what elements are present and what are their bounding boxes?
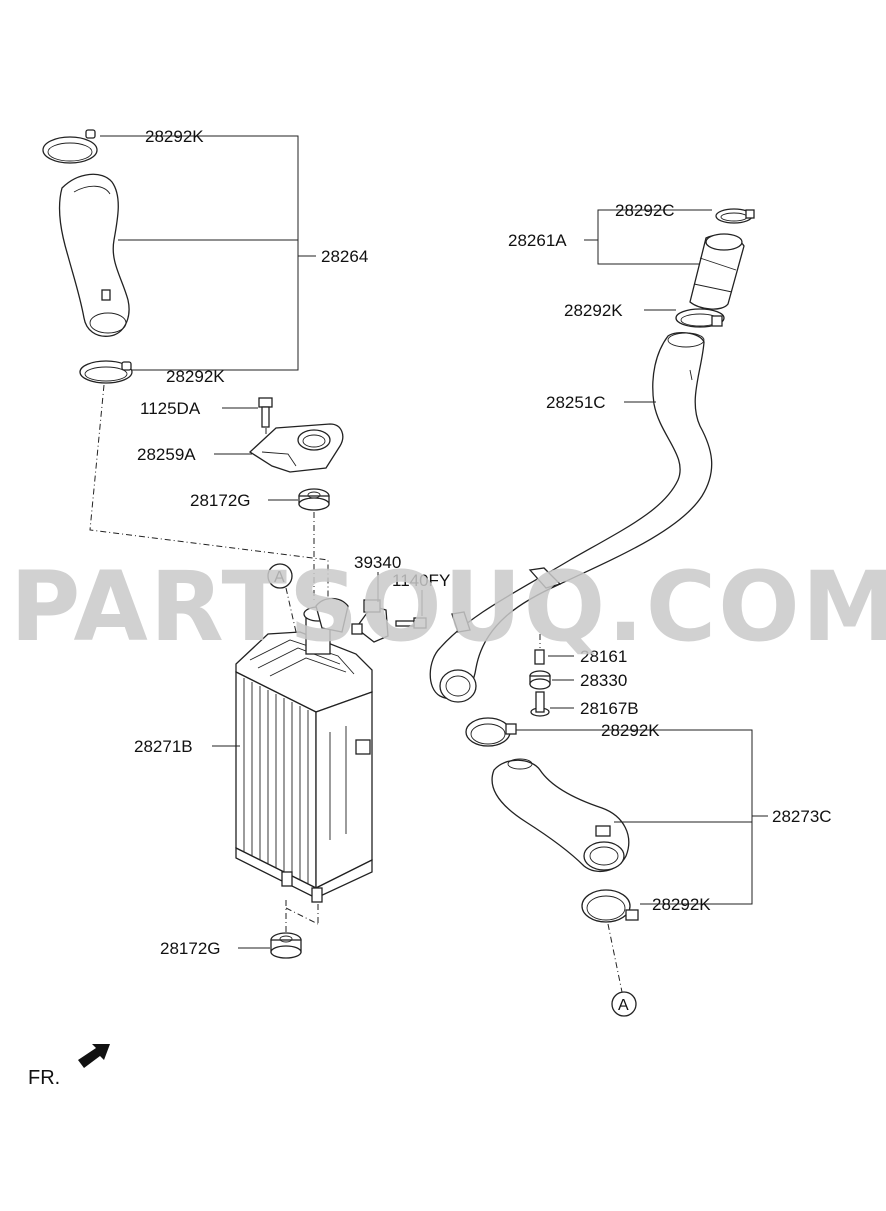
svg-text:A: A <box>274 569 285 586</box>
bolt-1140FY[interactable] <box>395 617 427 629</box>
dash-A-right <box>607 923 623 993</box>
front-label: FR. <box>28 1067 60 1089</box>
hose-28264-assembly[interactable] <box>42 129 133 384</box>
clamp-28292K-right-bottom[interactable] <box>581 889 639 923</box>
label-28292C: 28292C <box>615 201 675 220</box>
label-39340: 39340 <box>354 553 401 572</box>
bolt-28167B[interactable] <box>530 691 550 717</box>
clamp-28292K-right-mid[interactable] <box>465 717 517 747</box>
intercooler-fins <box>243 678 309 884</box>
svg-text:A: A <box>618 997 629 1014</box>
label-28292K-top: 28292K <box>145 127 204 146</box>
ref-marker-A-left: A <box>267 563 293 589</box>
hose-28273C[interactable] <box>491 758 630 873</box>
pipe-28261A[interactable] <box>689 233 745 310</box>
ref-marker-A-right: A <box>611 991 637 1017</box>
bolt-28161[interactable] <box>534 649 545 665</box>
label-28292K-hose-bottom: 28292K <box>166 367 225 386</box>
label-28330: 28330 <box>580 671 627 690</box>
intake-hose-28264[interactable] <box>58 173 130 337</box>
label-28167B: 28167B <box>580 699 639 718</box>
label-28292K-right-bottom: 28292K <box>652 895 711 914</box>
dash-intercooler-to-grommet-bottom <box>285 900 319 932</box>
front-arrow-icon <box>78 1044 110 1068</box>
label-28271B: 28271B <box>134 737 193 756</box>
grommet-28172G-top[interactable] <box>298 488 330 511</box>
clamp-28292K-hose-bottom[interactable] <box>79 360 133 384</box>
leader-28264-bracket <box>100 135 299 371</box>
label-28259A: 28259A <box>137 445 196 464</box>
label-1125DA: 1125DA <box>140 399 201 418</box>
dash-A-left <box>285 587 297 633</box>
label-28292K-right-upper: 28292K <box>564 301 623 320</box>
label-28292K-right-mid: 28292K <box>601 721 660 740</box>
watermark: PARTSOUQ.COM <box>10 551 886 663</box>
grommet-28172G-bottom[interactable] <box>270 932 302 959</box>
sensor-39340[interactable] <box>351 599 389 643</box>
leader-28273C-bracket <box>516 729 753 905</box>
front-direction-indicator: FR. <box>28 1044 110 1089</box>
label-28172G-bottom: 28172G <box>160 939 221 958</box>
clamp-28292K-right-upper[interactable] <box>675 308 725 328</box>
clamp-28292K-top[interactable] <box>42 129 98 164</box>
label-1140FY: 1140FY <box>392 571 450 590</box>
label-28264: 28264 <box>321 247 368 266</box>
bolt-1125DA[interactable] <box>258 397 273 428</box>
dash-hose-to-intercooler <box>89 384 329 608</box>
bushing-28330[interactable] <box>529 670 551 690</box>
pipe-28251C[interactable] <box>429 331 713 703</box>
label-28273C: 28273C <box>772 807 832 826</box>
clamp-28292C[interactable] <box>715 208 755 224</box>
leader-28261A-bracket <box>597 209 712 265</box>
label-28161: 28161 <box>580 647 627 666</box>
intercooler-28271B[interactable] <box>235 597 373 903</box>
bracket-28259A[interactable] <box>248 423 344 473</box>
label-28172G-top: 28172G <box>190 491 251 510</box>
label-28261A: 28261A <box>508 231 567 250</box>
label-28251C: 28251C <box>546 393 606 412</box>
